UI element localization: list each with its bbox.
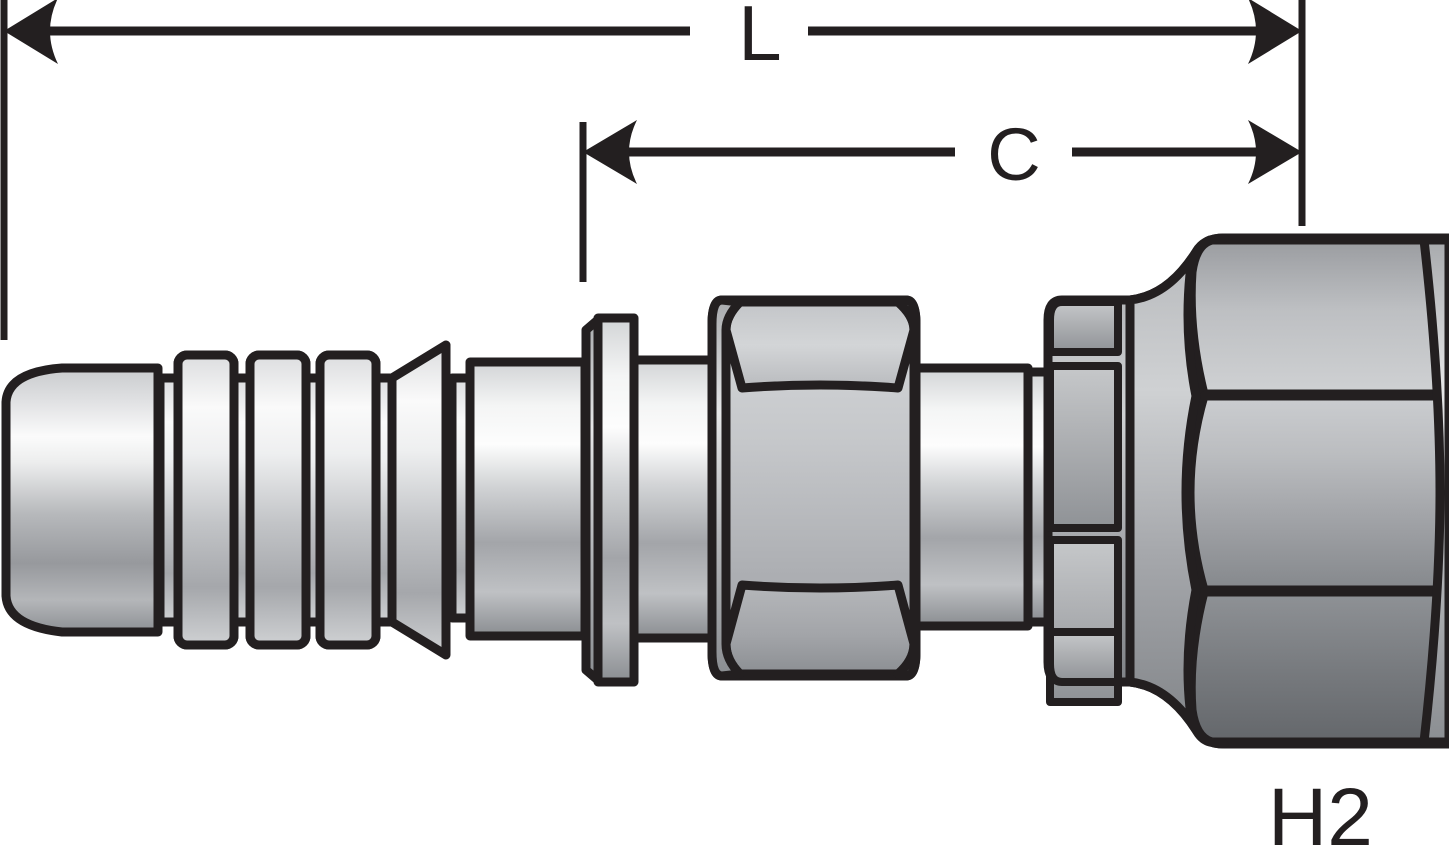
swivel-nut-top-band [1186,235,1449,399]
fitting-assembly [1,233,1449,749]
mid-hex-top-band [721,297,919,393]
barb-ring-1b [173,350,239,650]
swivel-nut-taper-skirt [1125,233,1229,749]
flange-disc [593,313,639,687]
stem-shoulder [465,357,590,641]
mid-hex-bottom-band [721,580,919,679]
dimension-L: L [4,0,1302,77]
dimension-C-arrow-right [1248,120,1302,184]
swivel-nut-mid-band [1185,391,1449,595]
collar-slot-1 [1046,298,1122,356]
barb-ring-2b [245,350,311,650]
dimension-label-L: L [738,0,781,77]
callout-label-h2: H2 [1268,772,1373,856]
swivel-nut-right-chamfer [1419,235,1449,747]
dimension-L-arrow-left [4,0,58,64]
hose-barb-nose [1,363,163,637]
dimension-label-C: C [987,113,1040,196]
collar-slot-4 [1046,628,1122,686]
dimension-C: C [583,113,1302,196]
dimension-layer: L C [0,0,1306,340]
barb-ring-3b [315,350,381,650]
swivel-nut-bottom-band [1186,587,1449,747]
barb-cone-flare [387,340,451,660]
dimension-C-arrow-left [583,120,637,184]
mid-hex-right-chamfer [893,295,921,681]
mid-hex-left-chamfer [707,295,745,681]
collar-slot-2 [1046,362,1122,532]
dimension-L-arrow-right [1248,0,1302,64]
